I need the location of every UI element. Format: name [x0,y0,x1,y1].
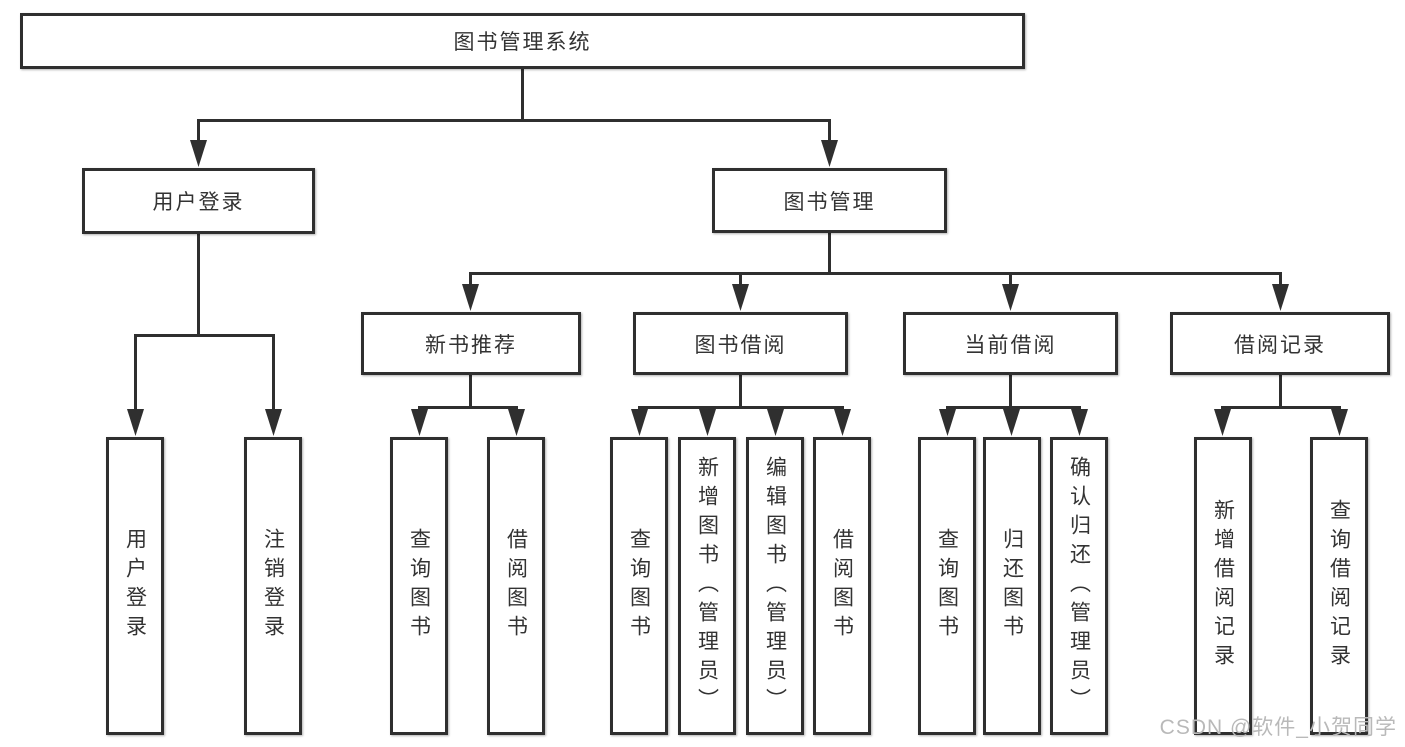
leaf-add-borrowing-record: 新增借阅记录 [1194,437,1252,735]
leaf-label: 借阅图书 [504,528,528,644]
leaf-recommend-borrow-books: 借阅图书 [487,437,545,735]
leaf-borrowing-borrow-books: 借阅图书 [813,437,871,735]
leaf-label: 用户登录 [123,528,147,644]
leaf-label: 编辑图书（管理员） [763,455,787,717]
leaf-return-books: 归还图书 [983,437,1041,735]
node-label: 用户登录 [152,191,245,214]
node-label: 当前借阅 [964,333,1057,357]
leaf-label: 查询借阅记录 [1327,499,1351,673]
leaf-current-query-books: 查询图书 [918,437,976,735]
node-book-borrowing: 图书借阅 [633,312,848,375]
watermark: CSDN @软件_小贺同学 [1159,716,1397,739]
node-label: 图书管理 [783,190,876,214]
leaf-edit-books-admin: 编辑图书（管理员） [746,437,804,735]
leaf-label: 查询图书 [935,528,959,644]
leaf-label: 查询图书 [627,528,651,644]
leaf-label: 确认归还（管理员） [1067,455,1091,717]
leaf-recommend-query-books: 查询图书 [390,437,448,735]
leaf-user-login: 用户登录 [106,437,164,735]
node-book-management: 图书管理 [712,168,947,233]
node-current-borrowing: 当前借阅 [903,312,1118,375]
leaf-borrowing-query-books: 查询图书 [610,437,668,735]
leaf-logout: 注销登录 [244,437,302,735]
leaf-query-borrowing-record: 查询借阅记录 [1310,437,1368,735]
leaf-confirm-return-admin: 确认归还（管理员） [1050,437,1108,735]
leaf-label: 注销登录 [261,528,285,644]
leaf-label: 查询图书 [407,528,431,644]
leaf-label: 新增借阅记录 [1211,499,1235,673]
leaf-label: 归还图书 [1000,528,1024,644]
node-new-book-recommendation: 新书推荐 [361,312,581,375]
leaf-add-books-admin: 新增图书（管理员） [678,437,736,735]
leaf-label: 新增图书（管理员） [695,455,719,717]
node-label: 图书管理系统 [453,31,592,54]
node-borrowing-records: 借阅记录 [1170,312,1390,375]
node-label: 图书借阅 [694,333,787,357]
node-label: 借阅记录 [1234,333,1326,357]
node-label: 新书推荐 [425,333,517,357]
node-user-login: 用户登录 [82,168,315,234]
node-library-management-system: 图书管理系统 [20,13,1025,69]
leaf-label: 借阅图书 [830,528,854,644]
